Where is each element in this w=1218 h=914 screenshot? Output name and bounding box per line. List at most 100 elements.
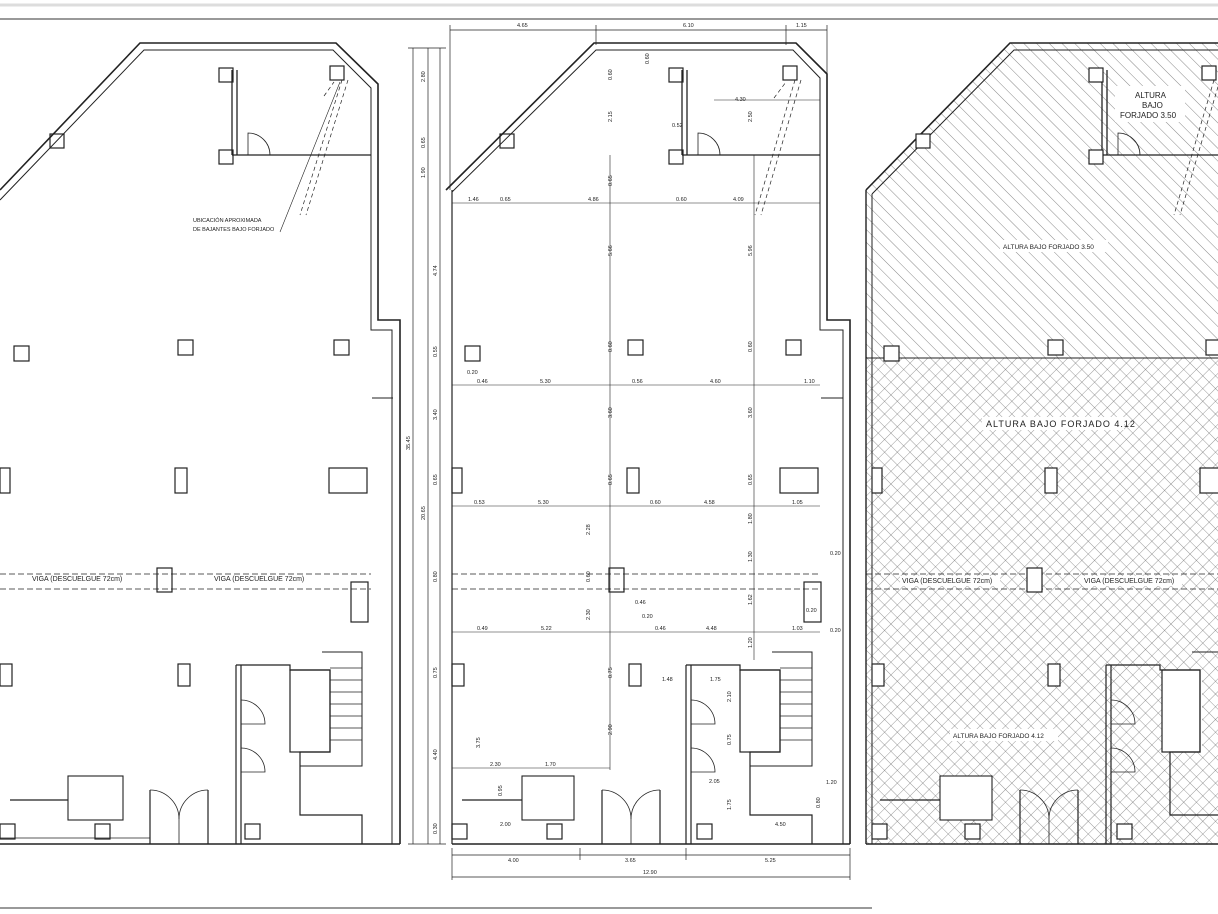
- dimension-text: 5.30: [538, 500, 549, 506]
- dimension-text: 5.22: [541, 626, 552, 632]
- dimension-text: 1.30: [748, 551, 754, 562]
- plan-middle: [408, 25, 851, 880]
- plan-middle-dimensions: 4.65 6.10 1.15 4.00 3.65 5.25 12.90 35.4…: [406, 23, 841, 876]
- height-label-line3: FORJADO 3.50: [1120, 111, 1177, 120]
- zone-hatch-cross: [866, 358, 1218, 844]
- dimension-text: 0.95: [498, 785, 504, 796]
- dimension-text: 0.60: [650, 500, 661, 506]
- dimension-text: 0.60: [645, 53, 651, 64]
- dimension-text: 1.75: [710, 677, 721, 683]
- dimension-text: 1.20: [748, 637, 754, 648]
- dimension-text: 3.60: [748, 407, 754, 418]
- dimension-text: 3.65: [625, 858, 636, 864]
- dimension-text: 20.65: [421, 506, 427, 520]
- dimension-text: 3.40: [433, 409, 439, 420]
- dimension-text: 0.80: [816, 797, 822, 808]
- dimension-text: 0.65: [500, 197, 511, 203]
- dimension-text: 0.46: [635, 600, 646, 606]
- dimension-text: 0.30: [433, 823, 439, 834]
- dimension-text: 4.40: [433, 749, 439, 760]
- dimension-text: 0.52: [672, 123, 683, 129]
- dimension-text: 4.60: [710, 379, 721, 385]
- dimension-text: 0.55: [433, 346, 439, 357]
- dimension-text: 1.80: [748, 513, 754, 524]
- zone-label-upper: ALTURA BAJO FORJADO 3.50: [1003, 244, 1094, 251]
- dimension-text: 1.75: [727, 799, 733, 810]
- dimension-text: 0.60: [748, 341, 754, 352]
- beam-label: VIGA (DESCUELGUE 72cm): [1084, 578, 1174, 585]
- plan-left: [0, 42, 401, 845]
- dimension-text: 4.65: [517, 23, 528, 29]
- dimension-text: 0.20: [806, 608, 817, 614]
- downpipe-note-line1: UBICACIÓN APROXIMADA: [193, 217, 262, 224]
- height-label-line2: BAJO: [1142, 101, 1163, 110]
- dimension-text: 0.75: [608, 667, 614, 678]
- height-label-line1: ALTURA: [1135, 91, 1167, 100]
- dimension-text: 0.60: [586, 571, 592, 582]
- dimension-text: 0.60: [608, 69, 614, 80]
- dimension-text: 2.10: [727, 691, 733, 702]
- beam-label: VIGA (DESCUELGUE 72cm): [32, 576, 122, 583]
- dimension-text: 0.20: [467, 370, 478, 376]
- dimension-text: 0.20: [642, 614, 653, 620]
- dimension-text: 1.90: [421, 167, 427, 178]
- dimension-text: 1.20: [826, 780, 837, 786]
- dimension-text: 0.65: [608, 474, 614, 485]
- dimension-text: 0.56: [632, 379, 643, 385]
- dimension-text: 4.09: [733, 197, 744, 203]
- dimension-text: 5.66: [608, 245, 614, 256]
- dimension-text: 4.30: [735, 97, 746, 103]
- dimension-text: 1.15: [796, 23, 807, 29]
- plan-left-labels: UBICACIÓN APROXIMADA DE BAJANTES BAJO FO…: [32, 217, 304, 583]
- dimension-text: 5.30: [540, 379, 551, 385]
- plan-right-labels: ALTURA BAJO FORJADO 3.50 ALTURA BAJO FOR…: [902, 91, 1177, 740]
- dimension-text: 0.60: [676, 197, 687, 203]
- dimension-text: 3.60: [608, 407, 614, 418]
- dimension-text: 2.50: [748, 111, 754, 122]
- dimension-text: 0.65: [433, 474, 439, 485]
- dimension-text: 0.53: [474, 500, 485, 506]
- dimension-text: 2.30: [586, 609, 592, 620]
- dimension-text: 0.49: [477, 626, 488, 632]
- dimension-text: 4.50: [775, 822, 786, 828]
- dimension-text: 4.86: [588, 197, 599, 203]
- dimension-text: 2.00: [500, 822, 511, 828]
- dimension-text: 0.46: [655, 626, 666, 632]
- dimension-text: 2.30: [490, 762, 501, 768]
- dimension-text: 0.46: [477, 379, 488, 385]
- dimension-text: 2.28: [586, 524, 592, 535]
- dimension-text: 6.10: [683, 23, 694, 29]
- beam-label: VIGA (DESCUELGUE 72cm): [214, 576, 304, 583]
- dimension-text: 3.75: [476, 737, 482, 748]
- dimension-text: 1.03: [792, 626, 803, 632]
- dimension-text: 2.15: [608, 111, 614, 122]
- dimension-text: 1.48: [662, 677, 673, 683]
- dimension-text: 1.62: [748, 594, 754, 605]
- dimension-text: 2.90: [608, 724, 614, 735]
- dimension-text: 35.45: [406, 436, 412, 450]
- dimension-text: 2.05: [709, 779, 720, 785]
- zone-label-middle: ALTURA BAJO FORJADO 4.12: [986, 419, 1136, 429]
- dimension-text: 0.75: [433, 667, 439, 678]
- dimension-text: 1.10: [804, 379, 815, 385]
- dimension-text: 0.75: [727, 734, 733, 745]
- dimension-text: 0.65: [608, 175, 614, 186]
- dimension-text: 0.65: [748, 474, 754, 485]
- plan-right: [865, 42, 1218, 845]
- dimension-text: 12.90: [643, 870, 657, 876]
- dimension-text: 4.00: [508, 858, 519, 864]
- dimension-text: 1.05: [792, 500, 803, 506]
- dimension-text: 1.70: [545, 762, 556, 768]
- dimension-text: 0.80: [433, 571, 439, 582]
- downpipe-note-line2: DE BAJANTES BAJO FORJADO: [193, 227, 275, 233]
- zone-label-lower: ALTURA BAJO FORJADO 4.12: [953, 733, 1044, 740]
- dimension-text: 5.96: [748, 245, 754, 256]
- dimension-text: 0.60: [608, 341, 614, 352]
- beam-label: VIGA (DESCUELGUE 72cm): [902, 578, 992, 585]
- dimension-text: 0.20: [830, 551, 841, 557]
- dimension-text: 2.80: [421, 71, 427, 82]
- dimension-text: 0.20: [830, 628, 841, 634]
- dimension-text: 4.74: [433, 265, 439, 276]
- dimension-text: 4.48: [706, 626, 717, 632]
